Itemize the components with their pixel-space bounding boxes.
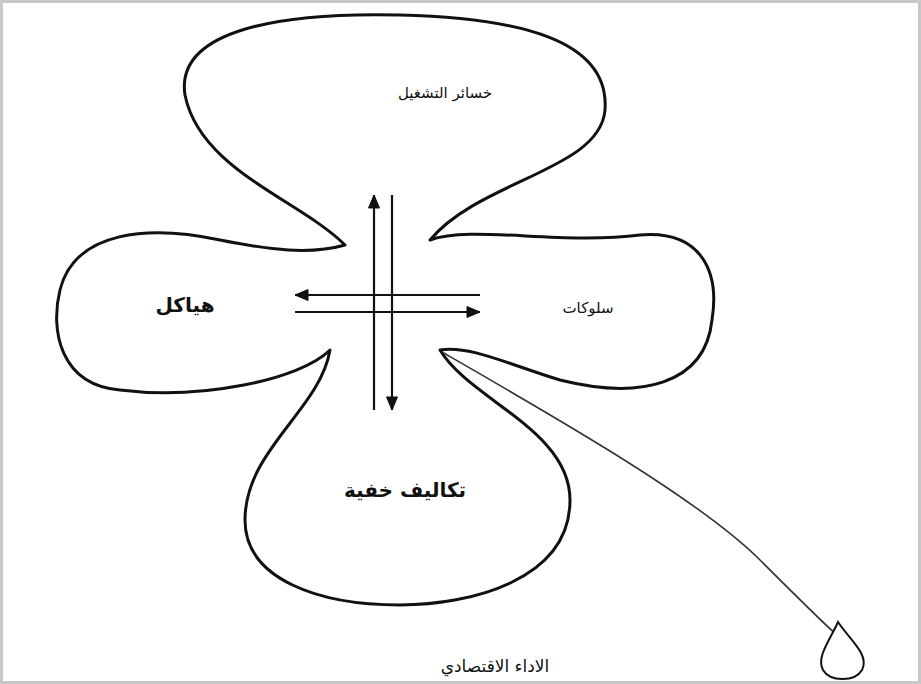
petal-label: هياكل xyxy=(155,293,214,317)
petal-label: سلوكات xyxy=(562,299,613,317)
clover-stem xyxy=(442,352,838,636)
arrow-connector xyxy=(295,307,480,318)
arrow-connector xyxy=(295,290,480,301)
stem-leaf xyxy=(821,622,864,679)
arrow-connector xyxy=(369,195,380,410)
arrowhead xyxy=(295,290,308,301)
petal-label-box: سلوكات xyxy=(480,230,715,395)
petal-label: خسائر التشغيل xyxy=(398,84,492,102)
clover-outline xyxy=(57,15,714,605)
arrowhead xyxy=(369,195,380,208)
connector-line xyxy=(391,195,393,410)
petal-label: تكاليف خفية xyxy=(344,478,466,502)
petal-label-box: خسائر التشغيل xyxy=(190,25,600,195)
connector-line xyxy=(373,195,375,410)
petal-label-box: تكاليف خفية xyxy=(250,410,570,600)
caption-label: الاداء الاقتصادي xyxy=(441,656,550,676)
arrowhead xyxy=(387,397,398,410)
arrow-connector xyxy=(387,195,398,410)
petal-label-box: هياكل xyxy=(60,225,295,390)
connector-line xyxy=(295,294,480,296)
arrowhead xyxy=(467,307,480,318)
connector-line xyxy=(295,311,480,313)
